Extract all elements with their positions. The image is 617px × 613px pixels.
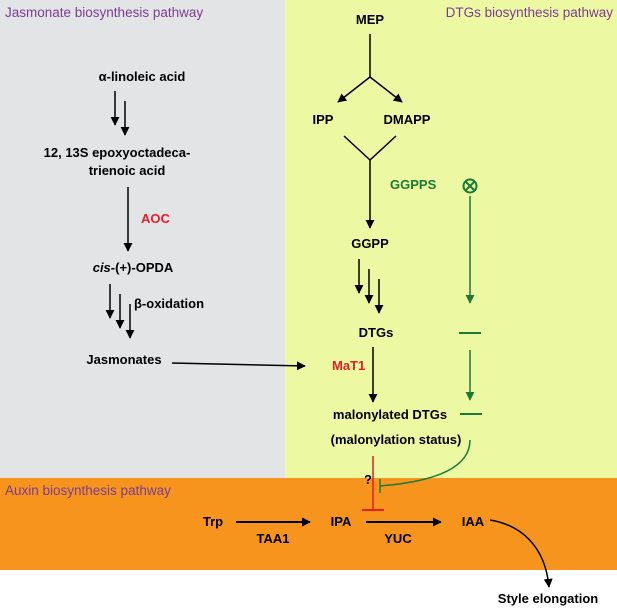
dmapp-label: DMAPP <box>384 112 431 127</box>
mep-label: MEP <box>356 12 385 27</box>
aoc-enzyme-label: AOC <box>141 211 171 226</box>
trp-label: Trp <box>203 514 223 529</box>
linoleic-acid-label: α-linoleic acid <box>99 69 186 84</box>
ggpps-inhibition-icon <box>462 178 478 194</box>
ggpp-label: GGPP <box>351 236 389 251</box>
dmapp-merge-line <box>369 135 397 161</box>
jasmonate-panel <box>0 0 285 478</box>
malonylation-status-label: (malonylation status) <box>331 432 462 447</box>
mat1-enzyme-label: MaT1 <box>332 358 365 373</box>
epoxy-acid-label-line2: trienoic acid <box>89 163 166 178</box>
opda-suffix: -(+)-OPDA <box>111 260 174 275</box>
malonylated-dtgs-label: malonylated DTGs <box>333 407 447 422</box>
ggpps-enzyme-label: GGPPS <box>390 177 437 192</box>
dtgs-label: DTGs <box>359 325 394 340</box>
beta-oxidation-label: β-oxidation <box>134 296 204 311</box>
mep-to-dmapp-arrow <box>369 76 403 103</box>
ipp-label: IPP <box>313 112 334 127</box>
iaa-to-style-arrow <box>489 519 553 588</box>
taa1-enzyme-label: TAA1 <box>257 531 290 546</box>
auxin-panel-title: Auxin biosynthesis pathway <box>5 483 171 498</box>
dtg-panel-title: DTGs biosynthesis pathway <box>446 5 614 20</box>
jasmonates-label: Jasmonates <box>86 352 161 367</box>
ipa-label: IPA <box>331 514 352 529</box>
jasmonates-to-mat1-arrow <box>171 361 306 371</box>
green-inhibition-curve <box>379 439 471 487</box>
epoxy-acid-label-line1: 12, 13S epoxyoctadeca- <box>44 145 191 160</box>
opda-label: cis-(+)-OPDA <box>93 260 174 275</box>
jasmonate-panel-title: Jasmonate biosynthesis pathway <box>5 5 203 20</box>
dtg-panel <box>285 0 617 478</box>
ipp-merge-line <box>343 135 371 161</box>
yuc-enzyme-label: YUC <box>384 531 412 546</box>
question-mark-label: ? <box>364 472 372 487</box>
opda-italic-prefix: cis <box>93 260 111 275</box>
style-elongation-label: Style elongation <box>498 591 598 606</box>
mep-to-ipp-arrow <box>337 76 371 103</box>
iaa-label: IAA <box>462 514 485 529</box>
